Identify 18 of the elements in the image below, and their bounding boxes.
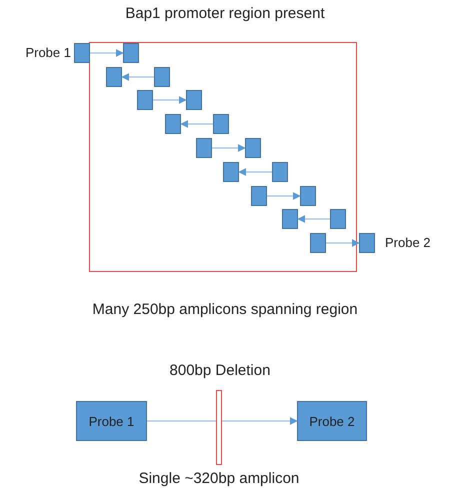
arrow [147,417,298,425]
amplicon-note: Single ~320bp amplicon [138,470,300,487]
arrow [297,215,330,223]
heading: Bap1 promoter region present [124,5,326,22]
probe-label: Probe 2 [385,235,431,250]
arrow [153,96,187,104]
arrow [238,168,272,176]
arrow [212,144,246,152]
caption: Many 250bp amplicons spanning region [91,301,359,318]
deletion-label: 800bp Deletion [168,362,272,379]
probe-label: Probe 1 [25,45,71,60]
arrow [267,192,301,200]
probe-box: Probe 2 [297,401,367,441]
arrow [180,120,213,128]
arrow [326,239,360,247]
arrow [121,73,154,81]
probe-box: Probe 1 [76,401,147,441]
arrow [90,49,124,57]
